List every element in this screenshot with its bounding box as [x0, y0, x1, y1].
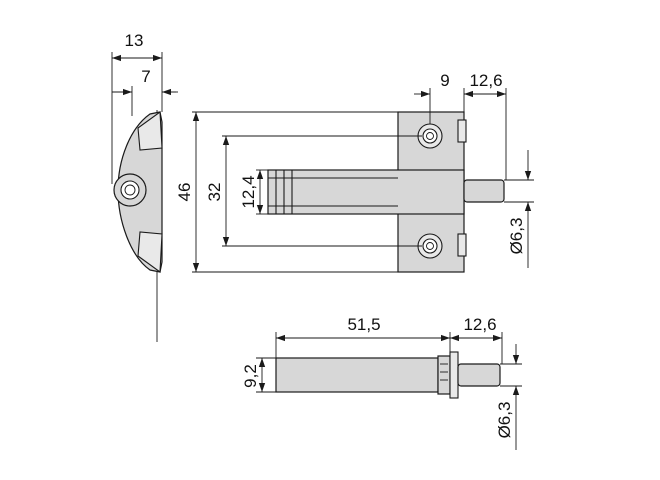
side-view-top-tab [137, 110, 163, 151]
front-plate-notch-bottom [457, 233, 467, 257]
dim-label-46: 46 [175, 183, 194, 202]
side-view-hole-inner [124, 184, 136, 196]
front-plate-notch-top [457, 119, 467, 143]
front-plunger-body [267, 169, 465, 215]
plunger-body [275, 357, 439, 393]
dim-label-9-2: 9,2 [241, 364, 260, 388]
side-view-hole [120, 180, 140, 200]
side-view-bottom-tab [137, 231, 163, 274]
front-hole-top-inner [426, 132, 434, 140]
dim-label-12-6-bottom: 12,6 [463, 315, 496, 334]
dim-label-dia-front: Ø6,3 [507, 218, 526, 255]
dim-label-12-6-top: 12,6 [469, 71, 502, 90]
front-pin [463, 179, 505, 203]
side-view: 13 7 [111, 31, 178, 342]
plunger-pin [457, 363, 501, 387]
plunger-flange [449, 351, 459, 399]
front-hole-top [422, 128, 438, 144]
dim-label-13: 13 [125, 31, 144, 50]
dim-label-51-5: 51,5 [347, 315, 380, 334]
front-view: 46 32 12,4 9 12,6 Ø6,3 [175, 71, 534, 273]
dim-label-9: 9 [440, 71, 449, 90]
plunger-collar [437, 355, 451, 395]
dim-label-32: 32 [205, 183, 224, 202]
dim-label-7: 7 [141, 67, 150, 86]
front-hole-bottom [422, 238, 438, 254]
dim-label-12-4: 12,4 [239, 175, 258, 208]
dim-label-dia-plunger: Ø6,3 [495, 402, 514, 439]
plunger-view: 51,5 12,6 9,2 Ø6,3 [241, 315, 522, 450]
front-hole-bottom-inner [426, 242, 434, 250]
